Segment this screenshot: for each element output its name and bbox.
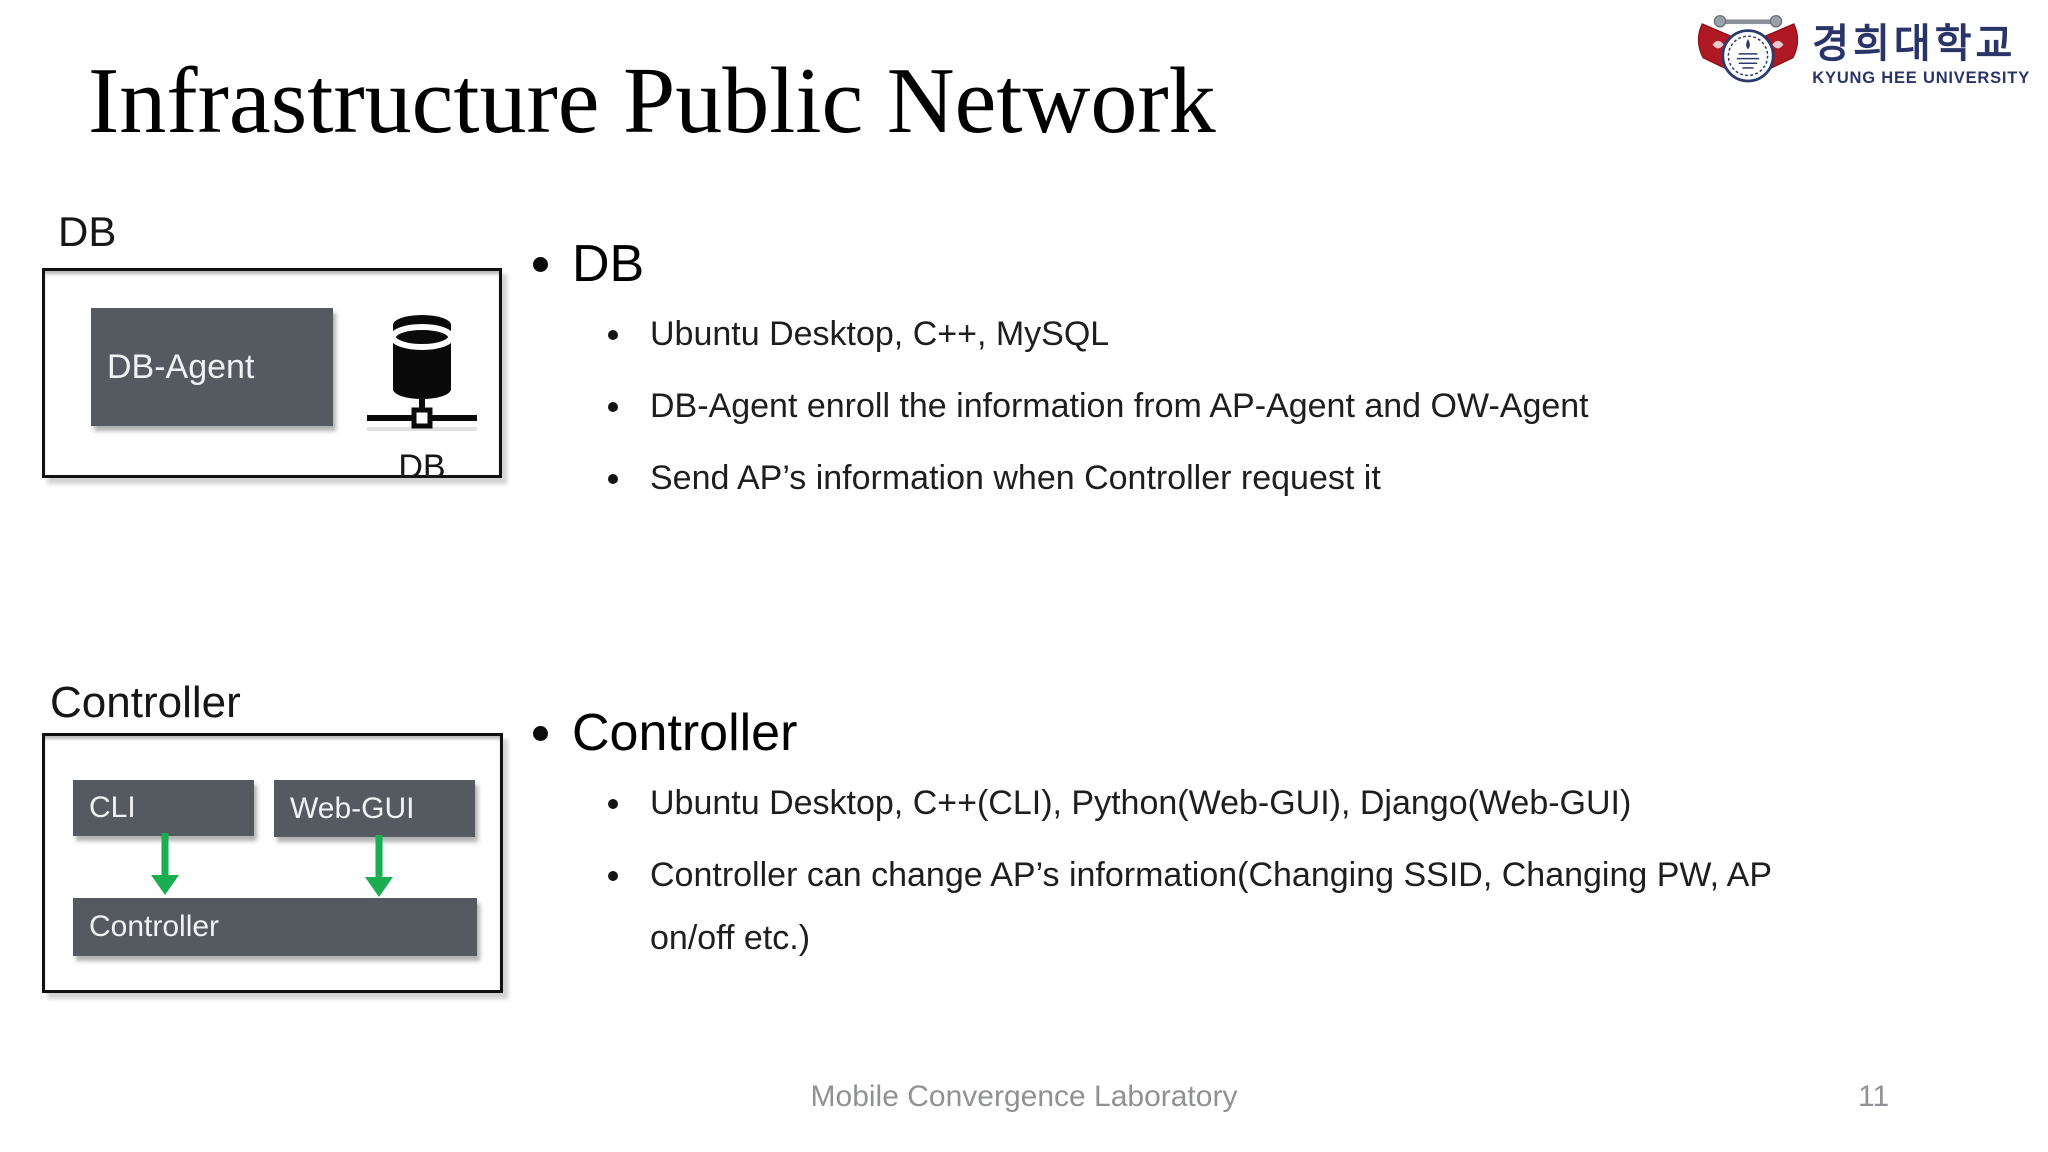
university-logo: 경희대학교 KYUNG HEE UNIVERSITY [1692,10,2030,96]
db-diagram-frame: DB-Agent DB [42,268,502,484]
list-item: Ubuntu Desktop, C++, MySQL [510,303,1840,366]
db-agent-node: DB-Agent [91,308,333,426]
controller-node: Controller [73,898,477,956]
list-item-text: DB-Agent enroll the information from AP-… [650,387,1589,425]
controller-section-items: Ubuntu Desktop, C++(CLI), Python(Web-GUI… [510,772,1840,970]
university-logo-text: 경희대학교 KYUNG HEE UNIVERSITY [1812,24,2030,88]
university-crest-icon [1698,14,1799,83]
bullet-icon [533,725,548,741]
controller-section-heading: Controller [572,704,798,762]
university-name-korean: 경희대학교 [1812,21,2017,67]
db-section-heading: DB [572,235,645,293]
list-item: Ubuntu Desktop, C++(CLI), Python(Web-GUI… [510,772,1840,835]
list-item-text: Ubuntu Desktop, C++(CLI), Python(Web-GUI… [650,784,1632,822]
arrow-down-icon [365,835,393,897]
arrow-down-icon [151,833,179,895]
db-section-heading-row: DB [510,233,1930,295]
bullet-icon [608,799,618,809]
cli-node: CLI [73,780,254,836]
db-diagram-label: DB [58,208,117,255]
database-icon-label: DB [398,448,446,486]
controller-section: Controller Ubuntu Desktop, C++(CLI), Pyt… [510,702,1930,979]
list-item-text: Controller can change AP’s information(C… [650,856,1772,957]
database-network-icon [367,315,477,431]
controller-diagram-frame: CLI Web-GUI Controller [42,733,503,993]
db-section-items: Ubuntu Desktop, C++, MySQL DB-Agent enro… [510,303,1840,510]
page-title: Infrastructure Public Network [88,49,1216,153]
university-name-english: KYUNG HEE UNIVERSITY [1812,69,2030,87]
webgui-node: Web-GUI [274,780,475,837]
footer-page-number: 11 [1858,1080,1890,1113]
database-icon-group: DB [357,311,487,484]
footer-lab-name: Mobile Convergence Laboratory [810,1080,1238,1113]
bullet-icon [533,256,548,272]
list-item: DB-Agent enroll the information from AP-… [510,375,1840,438]
bullet-icon [608,871,618,881]
list-item: Controller can change AP’s information(C… [510,844,1840,970]
bullet-icon [608,474,618,484]
db-section: DB Ubuntu Desktop, C++, MySQL DB-Agent e… [510,233,1930,519]
bullet-icon [608,402,618,412]
list-item-text: Ubuntu Desktop, C++, MySQL [650,315,1110,353]
bullet-icon [608,330,618,340]
controller-section-heading-row: Controller [510,702,1930,764]
list-item-text: Send AP’s information when Controller re… [650,459,1381,497]
list-item: Send AP’s information when Controller re… [510,447,1840,510]
controller-diagram-label: Controller [50,678,241,727]
